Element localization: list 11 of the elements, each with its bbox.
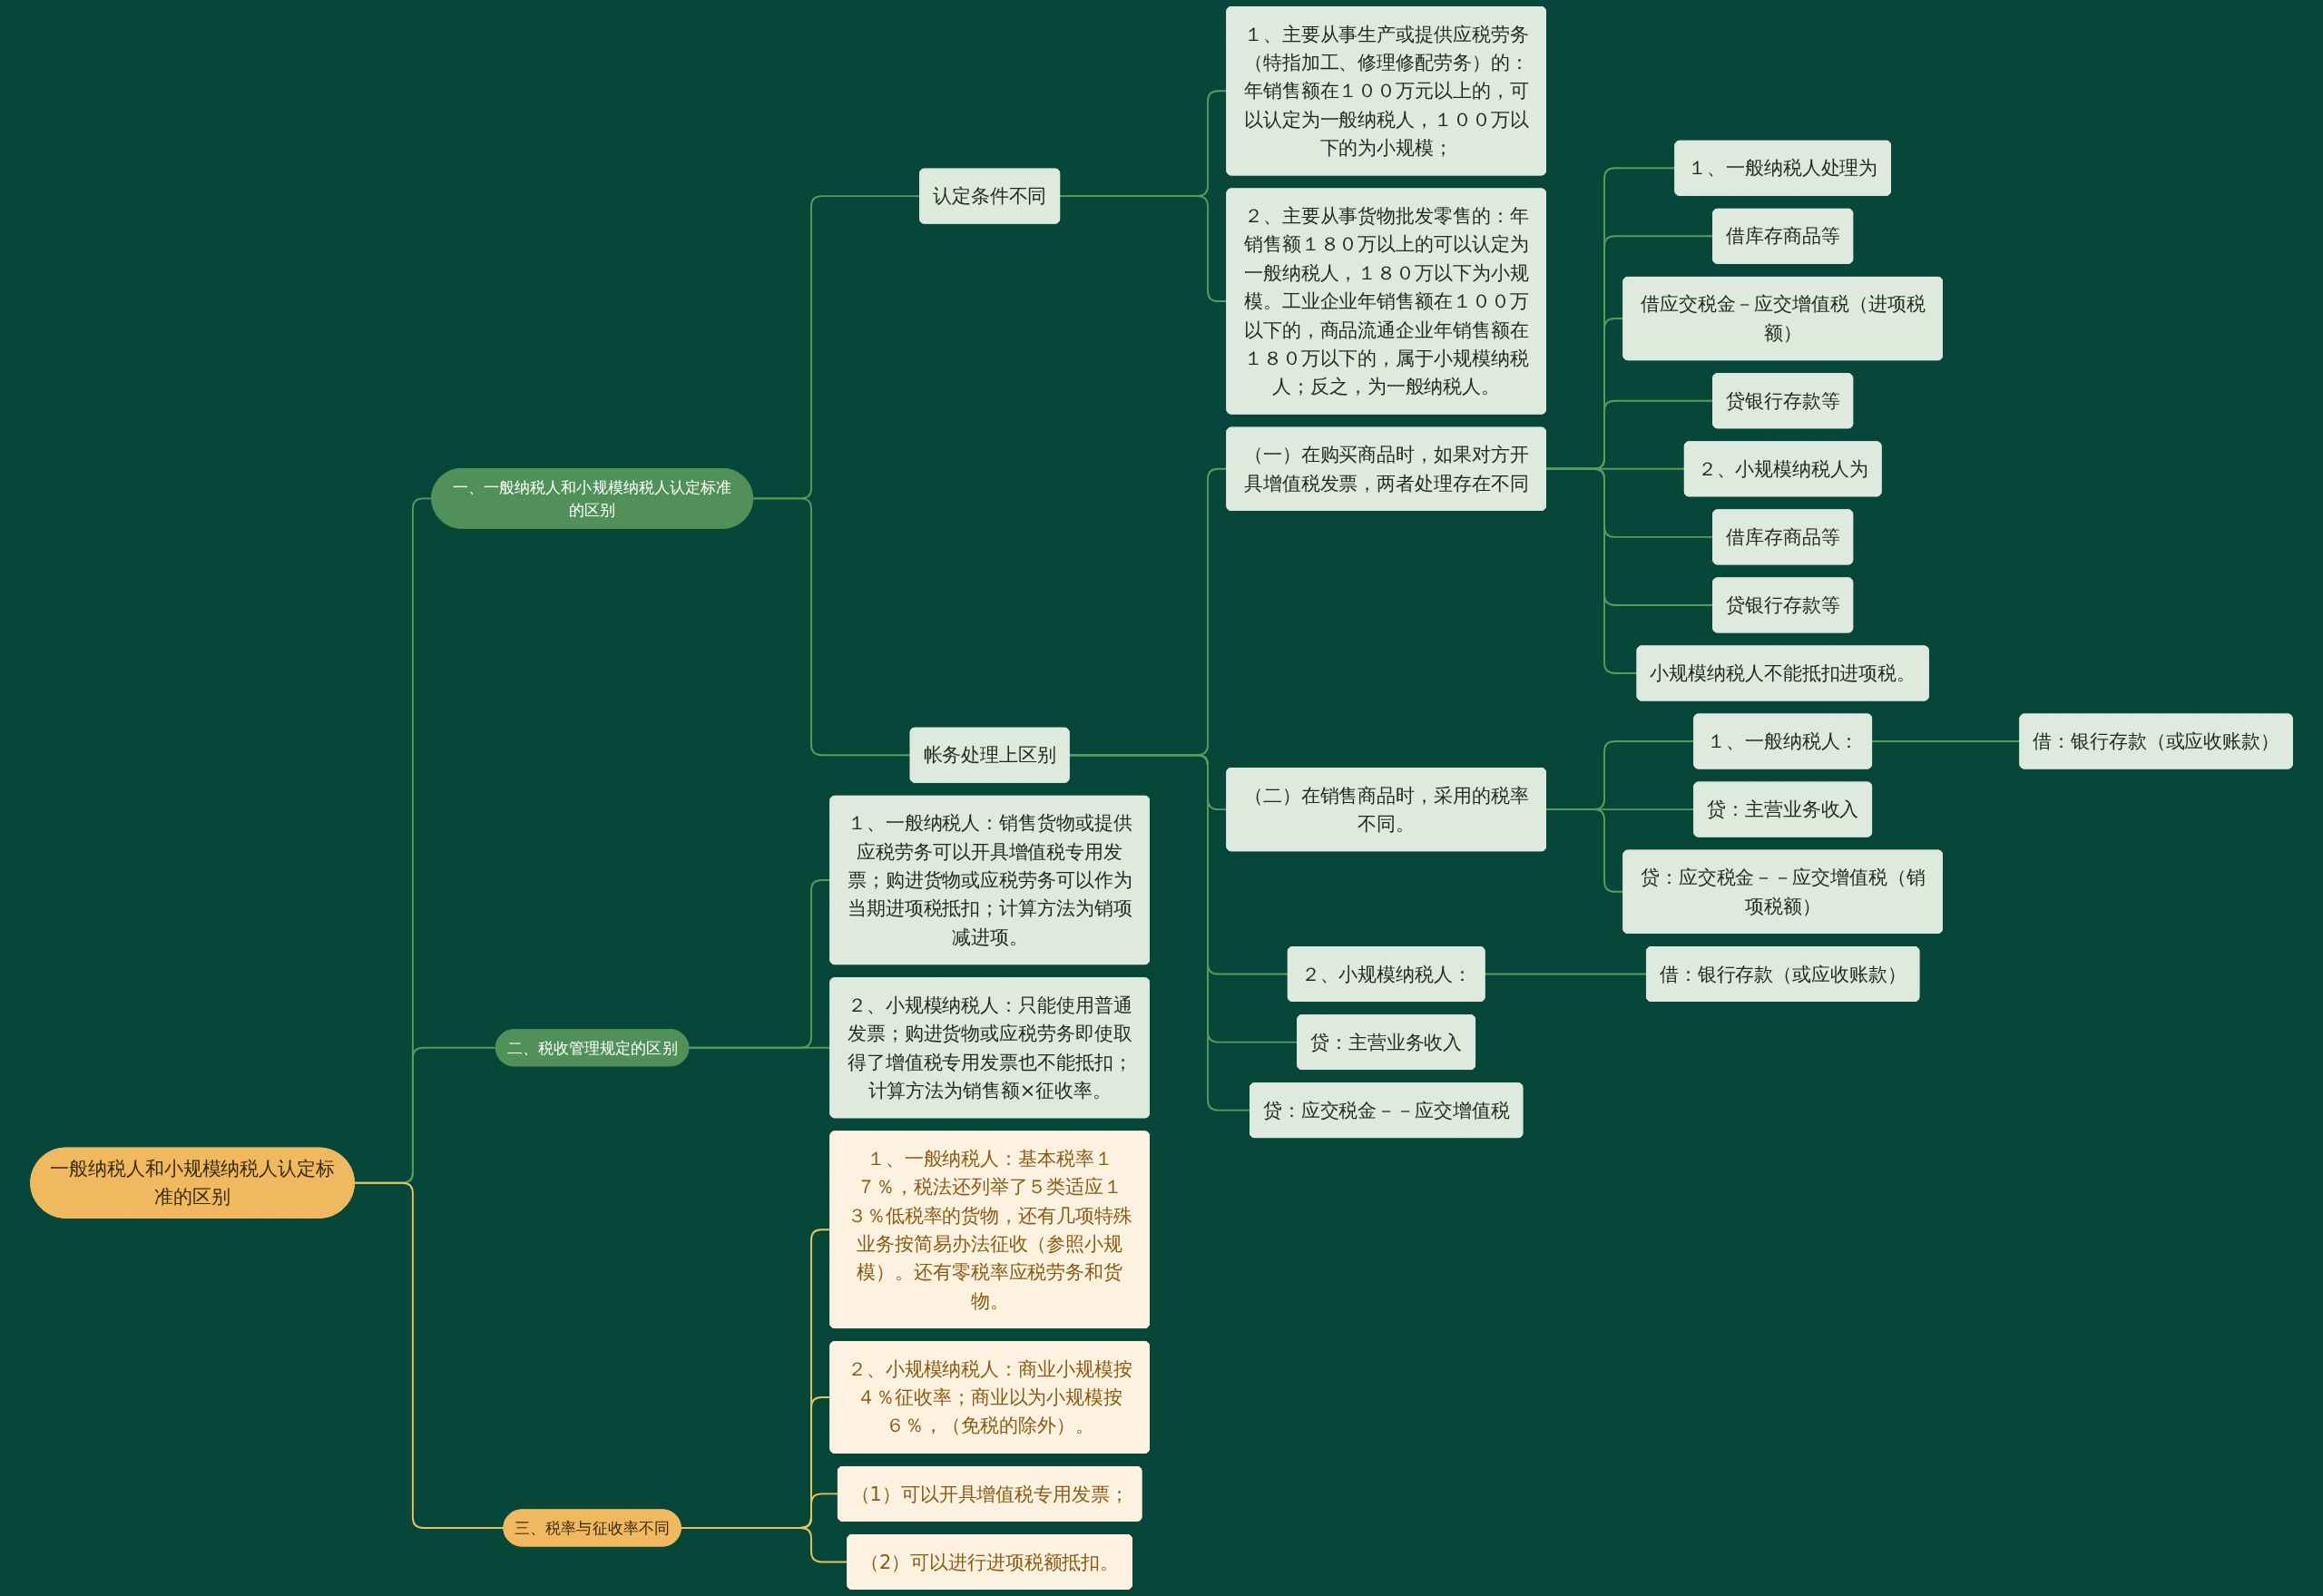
connector — [687, 879, 831, 1049]
connector — [680, 1527, 848, 1563]
connector — [1544, 467, 1639, 674]
connector — [353, 1181, 505, 1529]
connector — [1870, 740, 2021, 742]
connector — [687, 1046, 831, 1049]
connector — [1068, 754, 1251, 1111]
connector — [1544, 808, 1624, 893]
connector — [1484, 973, 1648, 975]
connector — [1058, 195, 1228, 302]
connector — [751, 497, 912, 757]
